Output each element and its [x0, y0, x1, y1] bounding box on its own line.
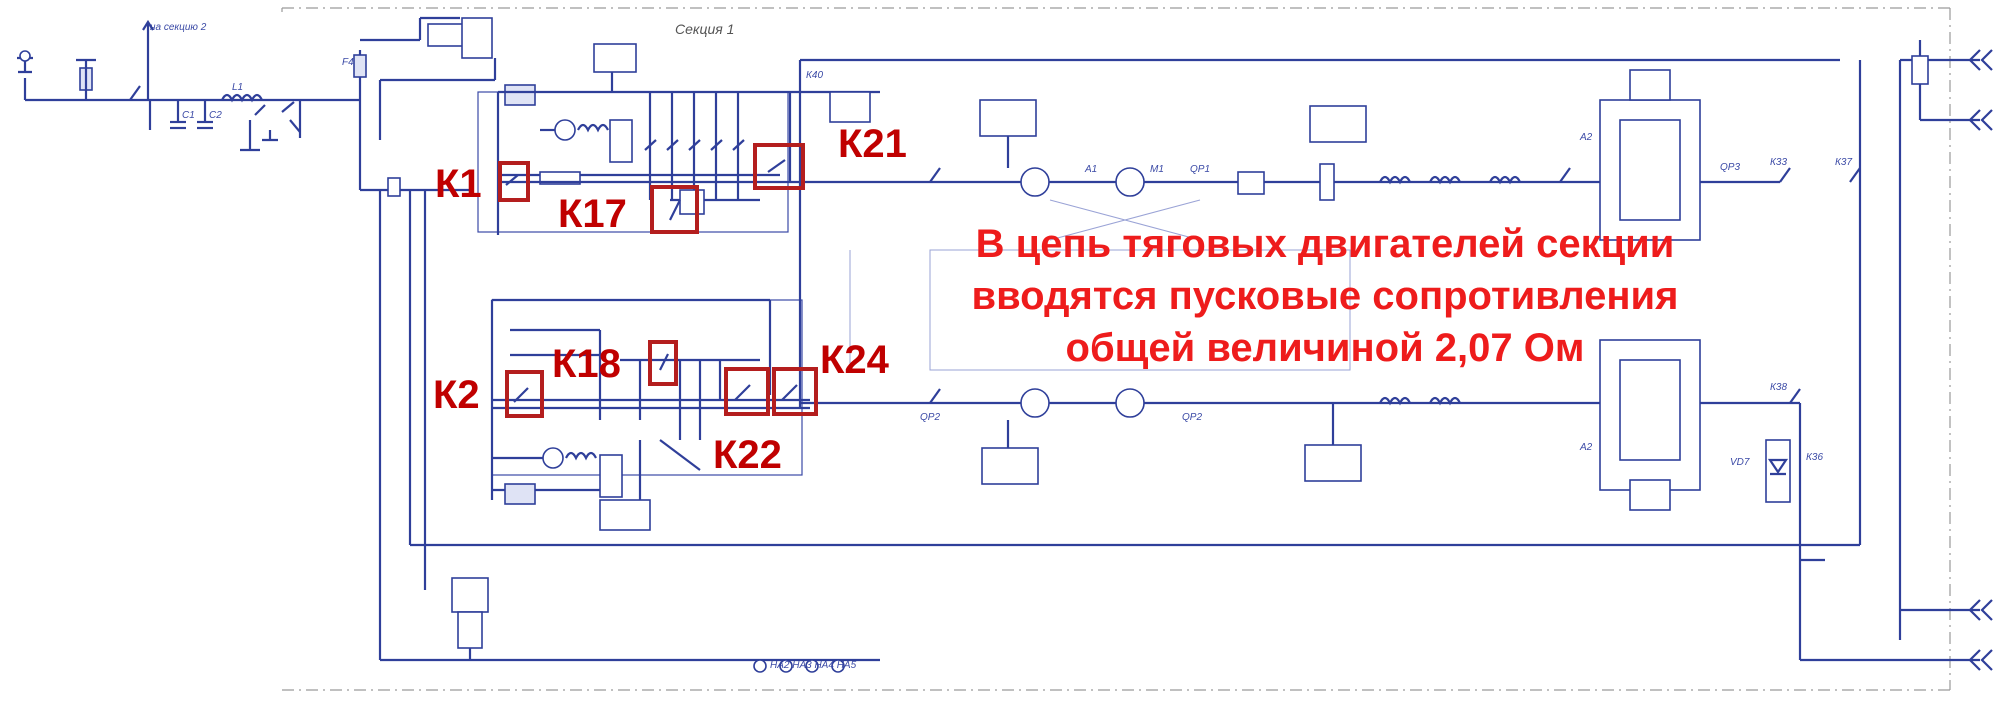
caption-line-2: вводятся пусковые сопротивления — [971, 274, 1679, 318]
label-k18: К18 — [552, 342, 621, 386]
lower-control-block — [490, 298, 810, 531]
label-k2: К2 — [433, 373, 480, 417]
top-note-label: на секцию 2 — [150, 22, 207, 33]
explanation-caption: В цепь тяговых двигателей секции вводятс… — [870, 218, 1780, 374]
highlight-k1: К1 — [435, 161, 530, 206]
frame-border — [281, 7, 1951, 691]
right-connectors — [1800, 40, 1993, 671]
label-k22: К22 — [713, 433, 782, 477]
highlight-k18: К18 — [552, 340, 678, 386]
qp2-label: QP2 — [920, 412, 940, 423]
label-k24: К24 — [820, 338, 890, 382]
k33-label: К33 — [1770, 157, 1787, 168]
qp3-label: QP3 — [1720, 162, 1740, 173]
caption-line-1: В цепь тяговых двигателей секции — [975, 222, 1675, 266]
ha-label: HA2 HA3 HA4 HA5 — [770, 660, 857, 671]
c2-label: C2 — [209, 110, 222, 121]
highlight-k17: К17 — [558, 185, 699, 236]
k37-label: К37 — [1835, 157, 1852, 168]
k36-label: К36 — [1806, 452, 1823, 463]
f4-label: F4 — [342, 57, 354, 68]
highlight-k22: К22 — [713, 367, 782, 477]
k38-label: К38 — [1770, 382, 1787, 393]
label-k17: К17 — [558, 192, 627, 236]
a2-label: А2 — [1579, 132, 1593, 143]
m1-label: М1 — [1150, 164, 1164, 175]
qp2b-label: QP2 — [1182, 412, 1202, 423]
l1-label: L1 — [232, 82, 243, 93]
bottom-circuit: HA2 HA3 HA4 HA5 — [380, 190, 880, 673]
label-k1: К1 — [435, 162, 482, 206]
highlight-k21: К21 — [753, 122, 907, 190]
traction-circuit-lower: QP2 QP2 А2 К38 VD7 К36 — [800, 339, 1825, 660]
traction-circuit-upper: К40 А1 М1 QP1 А2 QP3 К33 К37 — [798, 58, 1862, 545]
a1-label: А1 — [1084, 164, 1097, 175]
highlight-k2: К2 — [433, 370, 544, 418]
highlight-k24: К24 — [772, 338, 890, 416]
caption-line-3: общей величиной 2,07 Ом — [1065, 326, 1585, 370]
label-k21: К21 — [838, 122, 907, 166]
input-circuit: C1 C2 L1 F4 — [17, 16, 1860, 660]
a2b-label: А2 — [1579, 442, 1593, 453]
upper-control-block — [477, 43, 800, 235]
section-title: Секция 1 — [675, 21, 734, 37]
k40-label: К40 — [806, 70, 823, 81]
qp1-label: QP1 — [1190, 164, 1210, 175]
crossover-wires — [849, 199, 1351, 371]
c1-label: C1 — [182, 110, 195, 121]
vd7-label: VD7 — [1730, 457, 1750, 468]
